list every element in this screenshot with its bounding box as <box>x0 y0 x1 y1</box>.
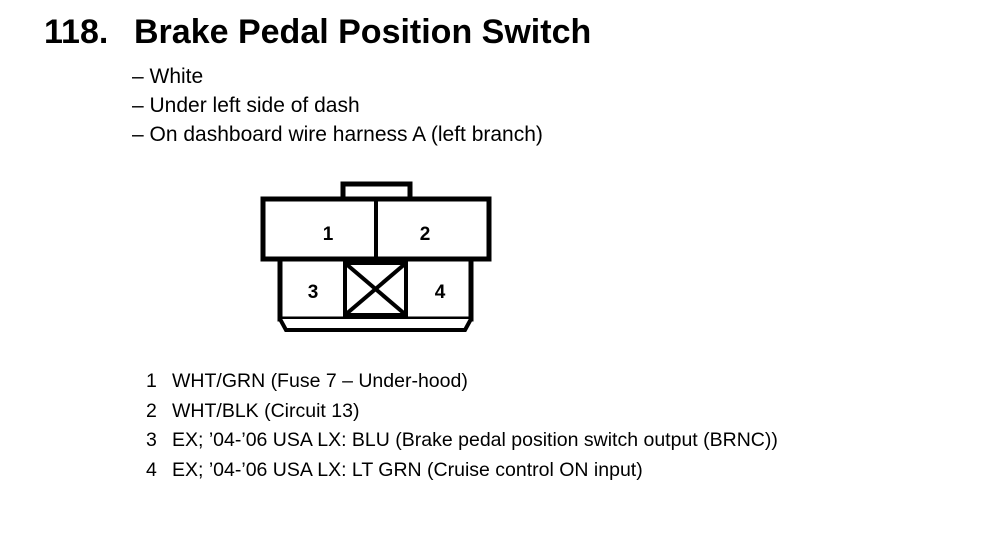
section-number: 118. <box>44 13 109 51</box>
pin-number: 1 <box>146 370 157 392</box>
description-harness: – On dashboard wire harness A (left bran… <box>132 123 543 146</box>
connector-lock-tab <box>340 181 413 199</box>
blank-cavity <box>343 261 408 317</box>
pin-description: WHT/BLK (Circuit 13) <box>172 399 360 422</box>
pin-number: 2 <box>146 399 157 422</box>
cavity-label-4: 4 <box>435 282 446 303</box>
cavity-label-2: 2 <box>420 224 431 245</box>
pin-list-item: 1 WHT/GRN (Fuse 7 – Under-hood) <box>146 367 778 397</box>
cavity-label-1: 1 <box>323 224 334 245</box>
pin-description: EX; ’04-’06 USA LX: LT GRN (Cruise contr… <box>172 458 643 481</box>
pin-list-item: 2 WHT/BLK (Circuit 13) <box>146 397 778 427</box>
pin-list: 1 WHT/GRN (Fuse 7 – Under-hood) 2 WHT/BLK … <box>146 367 778 485</box>
section-title: Brake Pedal Position Switch <box>134 13 592 51</box>
pin-list-item: 4 EX; ’04-’06 USA LX: LT GRN (Cruise cont… <box>146 456 778 486</box>
pin-description: WHT/GRN (Fuse 7 – Under-hood) <box>172 370 468 392</box>
description-location: – Under left side of dash <box>132 94 360 117</box>
pin-number: 4 <box>146 458 157 481</box>
pin-number: 3 <box>146 429 157 451</box>
connector-description: – White – Under left side of dash – On d… <box>132 62 543 149</box>
connector-bottom-lip <box>278 318 473 332</box>
connector-diagram: 1 2 3 4 <box>260 181 492 332</box>
page-title: 118. Brake Pedal Position Switch <box>44 10 591 54</box>
pin-list-item: 3 EX; ’04-’06 USA LX: BLU (Brake pedal po… <box>146 426 778 456</box>
description-color: – White <box>132 65 204 88</box>
cavity-label-3: 3 <box>308 282 319 303</box>
pin-description: EX; ’04-’06 USA LX: BLU (Brake pedal pos… <box>172 429 778 451</box>
blank-cavity-cross-b <box>343 261 408 317</box>
